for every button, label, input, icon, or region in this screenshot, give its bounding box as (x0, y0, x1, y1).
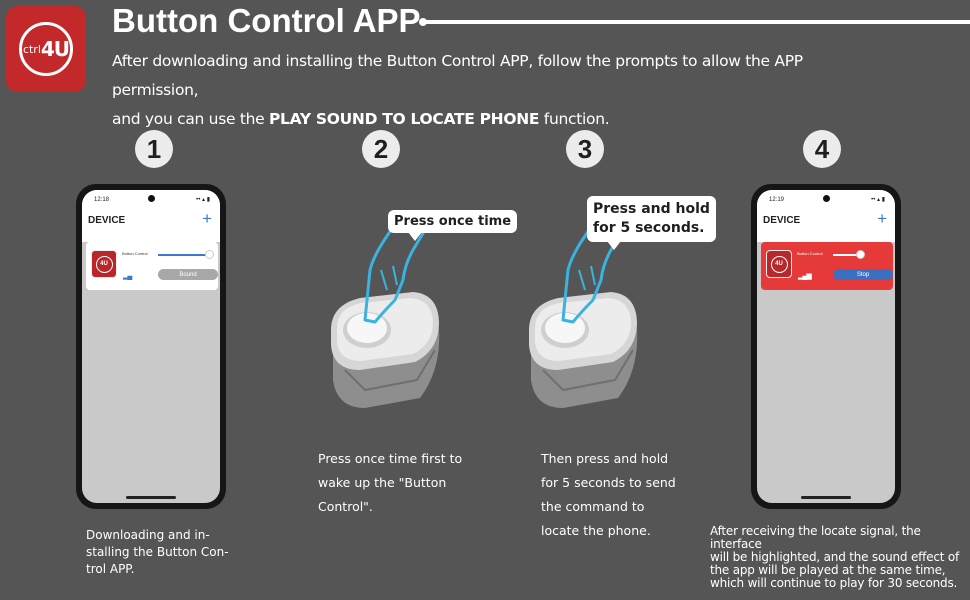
subtitle-bold: PLAY SOUND TO LOCATE PHONE (269, 110, 540, 128)
caption-line: Press once time first to (318, 451, 463, 466)
page-title: Button Control APP (112, 2, 421, 39)
volume-slider[interactable] (158, 250, 214, 259)
bound-button[interactable]: Bound (158, 269, 218, 280)
step-2-badge: 2 (362, 130, 400, 168)
status-time: 12:19 (769, 197, 785, 203)
phone-screen: 12:18 •• ▴ ▮ DEVICE + 4U Button Control … (82, 190, 220, 503)
step-1-badge: 1 (135, 130, 173, 168)
caption-line: the app will be played at the same time, (710, 563, 946, 577)
step-4-caption: After receiving the locate signal, the i… (710, 525, 970, 590)
subtitle-line-1: After downloading and installing the But… (112, 52, 803, 99)
step-2-bubble: Press once time (388, 210, 518, 241)
signal-icon: ▂▄ (123, 273, 132, 280)
step-3-bubble: Press and hold for 5 seconds. (587, 196, 716, 250)
pointing-hand-icon (561, 230, 625, 324)
caption-line: trol APP. (86, 562, 135, 576)
clip-button-icon (529, 292, 638, 408)
device-logo-icon: 4U (91, 250, 117, 278)
home-indicator (801, 496, 851, 499)
caption-line: which will continue to play for 30 secon… (710, 576, 958, 590)
step-3-badge: 3 (566, 130, 604, 168)
device-title: DEVICE (88, 215, 126, 226)
device-card[interactable]: 4U Button Control ▂▄ Bound (86, 242, 218, 290)
caption-line: the command to (541, 499, 645, 514)
step-1-caption: Downloading and in- stalling the Button … (86, 527, 246, 578)
step-4-phone: 12:19 •• ▴ ▮ DEVICE + 4U Button Control … (751, 184, 901, 509)
subtitle-after: function. (539, 110, 610, 128)
caption-line: Control". (318, 499, 373, 514)
caption-line: stalling the Button Con- (86, 545, 229, 559)
logo-text-big: 4U (40, 37, 70, 61)
title-rule (419, 18, 970, 26)
page-subtitle: After downloading and installing the But… (112, 47, 872, 134)
caption-line: will be highlighted, and the sound effec… (710, 550, 960, 564)
device-logo-text: 4U (95, 255, 113, 273)
phone-screen: 12:19 •• ▴ ▮ DEVICE + 4U Button Control … (757, 190, 895, 503)
stop-button[interactable]: Stop (833, 269, 893, 280)
caption-line: wake up the "Button (318, 475, 447, 490)
add-device-icon[interactable]: + (877, 209, 887, 228)
caption-line: locate the phone. (541, 523, 651, 538)
device-name: Button Control (122, 251, 148, 256)
status-icons: •• ▴ ▮ (196, 197, 210, 203)
step-3-caption: Then press and hold for 5 seconds to sen… (541, 447, 711, 543)
signal-icon: ▂▄▆ (798, 273, 812, 280)
camera-icon (148, 195, 155, 202)
device-card-highlighted[interactable]: 4U Button Control ▂▄▆ Stop (761, 242, 893, 290)
home-indicator (126, 496, 176, 499)
add-device-icon[interactable]: + (202, 209, 212, 228)
slider-knob[interactable] (205, 250, 214, 259)
pointing-hand-icon (363, 230, 427, 324)
caption-line: After receiving the locate signal, the i… (710, 524, 921, 551)
logo-text-small: ctrl (22, 42, 41, 56)
subtitle-line-2: and you can use the PLAY SOUND TO LOCATE… (112, 105, 872, 134)
slider-knob[interactable] (856, 250, 865, 259)
status-time: 12:18 (94, 197, 110, 203)
step-3-illustration (529, 230, 638, 408)
status-icons: •• ▴ ▮ (871, 197, 885, 203)
step-4-badge: 4 (803, 130, 841, 168)
caption-line: Then press and hold (541, 451, 669, 466)
camera-icon (823, 195, 830, 202)
step-1-phone: 12:18 •• ▴ ▮ DEVICE + 4U Button Control … (76, 184, 226, 509)
bubble-line-2: for 5 seconds. (593, 220, 705, 236)
device-title: DEVICE (763, 215, 801, 226)
bubble-line-1: Press and hold (593, 201, 710, 217)
device-name: Button Control (797, 251, 823, 256)
step-2-caption: Press once time first to wake up the "Bu… (318, 447, 488, 519)
subtitle-before: and you can use the (112, 110, 269, 128)
caption-line: for 5 seconds to send (541, 475, 676, 490)
step-2-illustration (331, 230, 440, 408)
volume-slider[interactable] (833, 250, 865, 259)
caption-line: Downloading and in- (86, 528, 210, 542)
device-logo-icon: 4U (766, 250, 792, 278)
device-logo-text: 4U (770, 255, 788, 273)
